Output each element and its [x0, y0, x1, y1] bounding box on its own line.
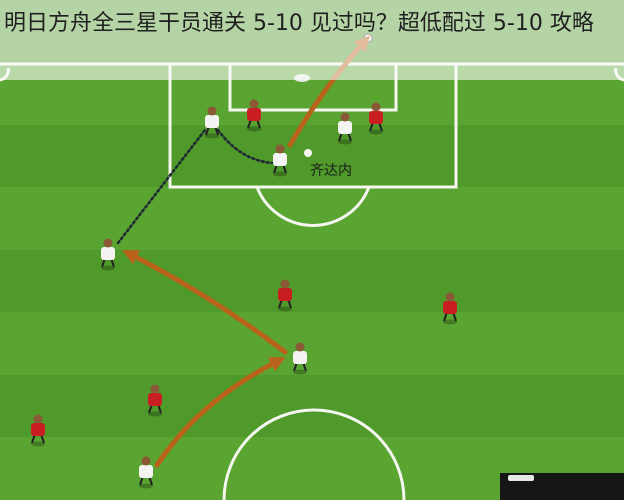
player-away: [369, 102, 383, 135]
pass-arrow-1: [154, 357, 286, 468]
dribble-paths: [116, 128, 274, 245]
watermark-logo: [508, 475, 534, 481]
player-home: [101, 238, 115, 271]
player-away: [443, 292, 457, 325]
run-path-left: [116, 128, 207, 245]
centre-circle: [222, 408, 406, 500]
player-name-label: 齐达内: [310, 163, 352, 179]
players: [31, 99, 457, 489]
article-title: 明日方舟全三星干员通关 5-10 见过吗？超低配过 5-10 攻略: [4, 11, 594, 36]
player-home: [273, 144, 287, 177]
player-home: [139, 456, 153, 489]
pass-arrow-2: [122, 250, 288, 355]
penalty-arc: [255, 186, 371, 227]
watermark-badge: [500, 473, 624, 500]
player-away: [148, 384, 162, 417]
player-away: [31, 414, 45, 447]
player-home: [293, 342, 307, 375]
player-home: [205, 106, 219, 139]
player-home: [338, 112, 352, 145]
run-path-box: [216, 128, 274, 165]
player-away: [247, 99, 261, 132]
player-away: [278, 279, 292, 312]
caption-band: [0, 0, 624, 80]
penalty-spot: [304, 149, 312, 157]
